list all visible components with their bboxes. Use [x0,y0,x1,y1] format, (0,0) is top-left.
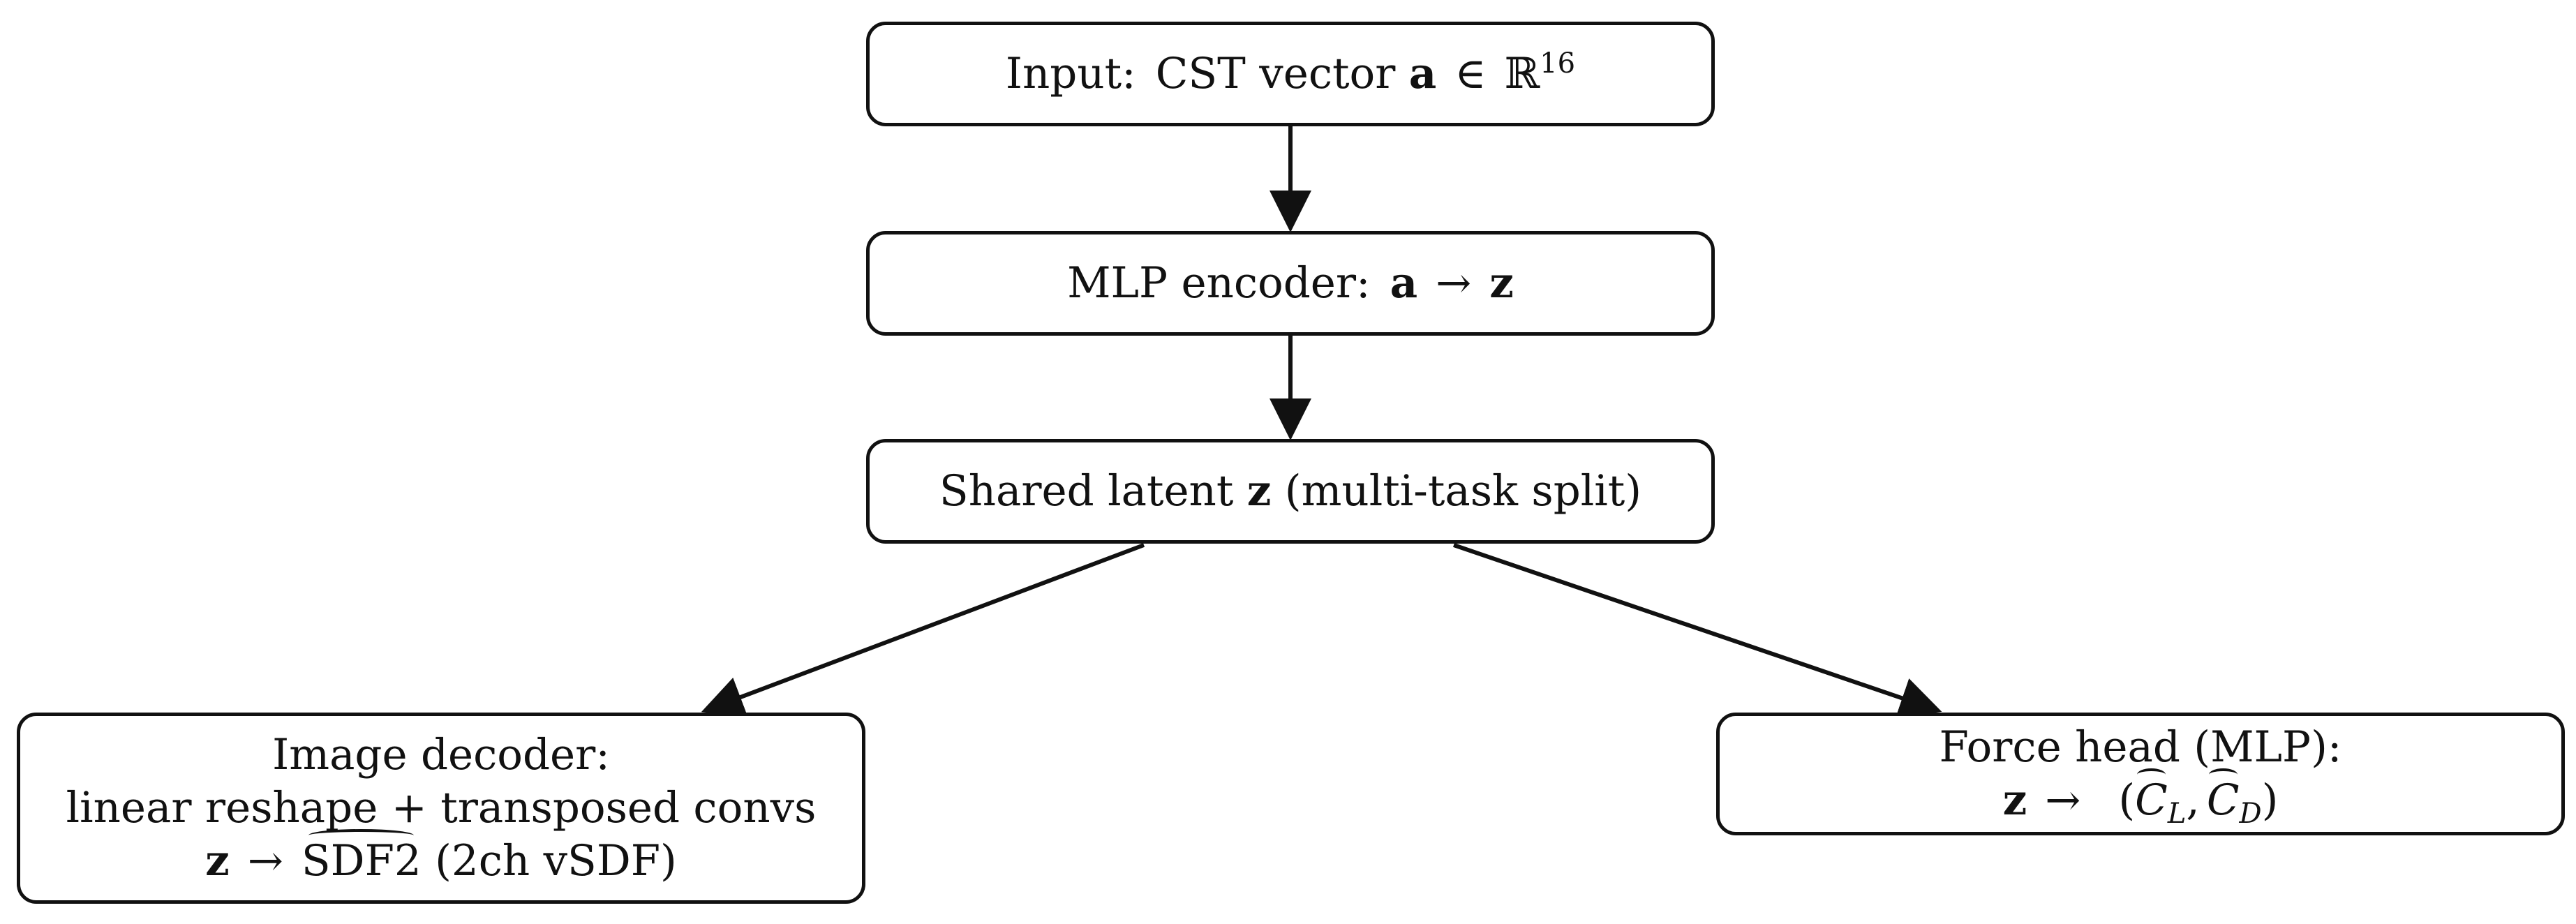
input-node-text: Input: CST vector a ∈ ℝ16 [1006,47,1575,100]
input-node: Input: CST vector a ∈ ℝ16 [866,22,1715,126]
latent-prefix: Shared latent [939,465,1234,516]
image-decoder-output-note: (2ch vSDF) [435,836,677,886]
force-head-cd-subscript: D [2239,798,2262,830]
input-label: CST vector [1155,48,1396,98]
image-decoder-title: Image decoder: [272,729,610,780]
input-space-exponent: 16 [1540,47,1576,80]
force-head-cd-symbol: C [2207,768,2240,827]
image-decoder-description: linear reshape + transposed convs [66,782,817,833]
force-head-title: Force head (MLP): [1939,722,2342,772]
input-prefix: Input: [1005,48,1136,98]
encoder-node: MLP encoder: a → z [866,231,1715,336]
latent-node: Shared latent z (multi-task split) [866,439,1715,544]
force-head-open-paren: ( [2118,775,2136,825]
input-space: ℝ [1504,48,1540,98]
force-head-close-paren: ) [2261,775,2279,825]
force-head-cl-subscript: L [2167,798,2187,830]
force-head-node: Force head (MLP): z→(CL,CD) [1716,713,2565,835]
encoder-from: a [1390,258,1418,308]
force-head-arrow: → [2045,775,2081,825]
encoder-to: z [1489,258,1514,308]
image-decoder-mapping: z → SDF2 (2ch vSDF) [205,829,677,888]
image-decoder-node: Image decoder: linear reshape + transpos… [17,713,865,904]
encoder-node-text: MLP encoder: a → z [1067,257,1514,310]
encoder-arrow: → [1436,258,1472,308]
edge-latent-to-image-decoder [701,543,1145,717]
latent-node-text: Shared latent z (multi-task split) [939,465,1641,518]
force-head-comma: , [2186,775,2200,825]
encoder-label: MLP encoder: [1067,258,1371,308]
force-head-from: z [2002,775,2027,825]
image-decoder-arrow: → [247,836,283,886]
image-decoder-from: z [205,836,230,886]
latent-suffix: (multi-task split) [1284,465,1642,516]
latent-symbol: z [1246,465,1272,516]
image-decoder-output: SDF2 [301,829,422,888]
input-symbol: a [1408,48,1437,98]
force-head-mapping: z→(CL,CD) [2002,768,2279,830]
force-head-cl-symbol: C [2135,768,2168,827]
input-relation: ∈ [1454,48,1487,98]
edge-latent-to-force-head [1453,543,1942,718]
